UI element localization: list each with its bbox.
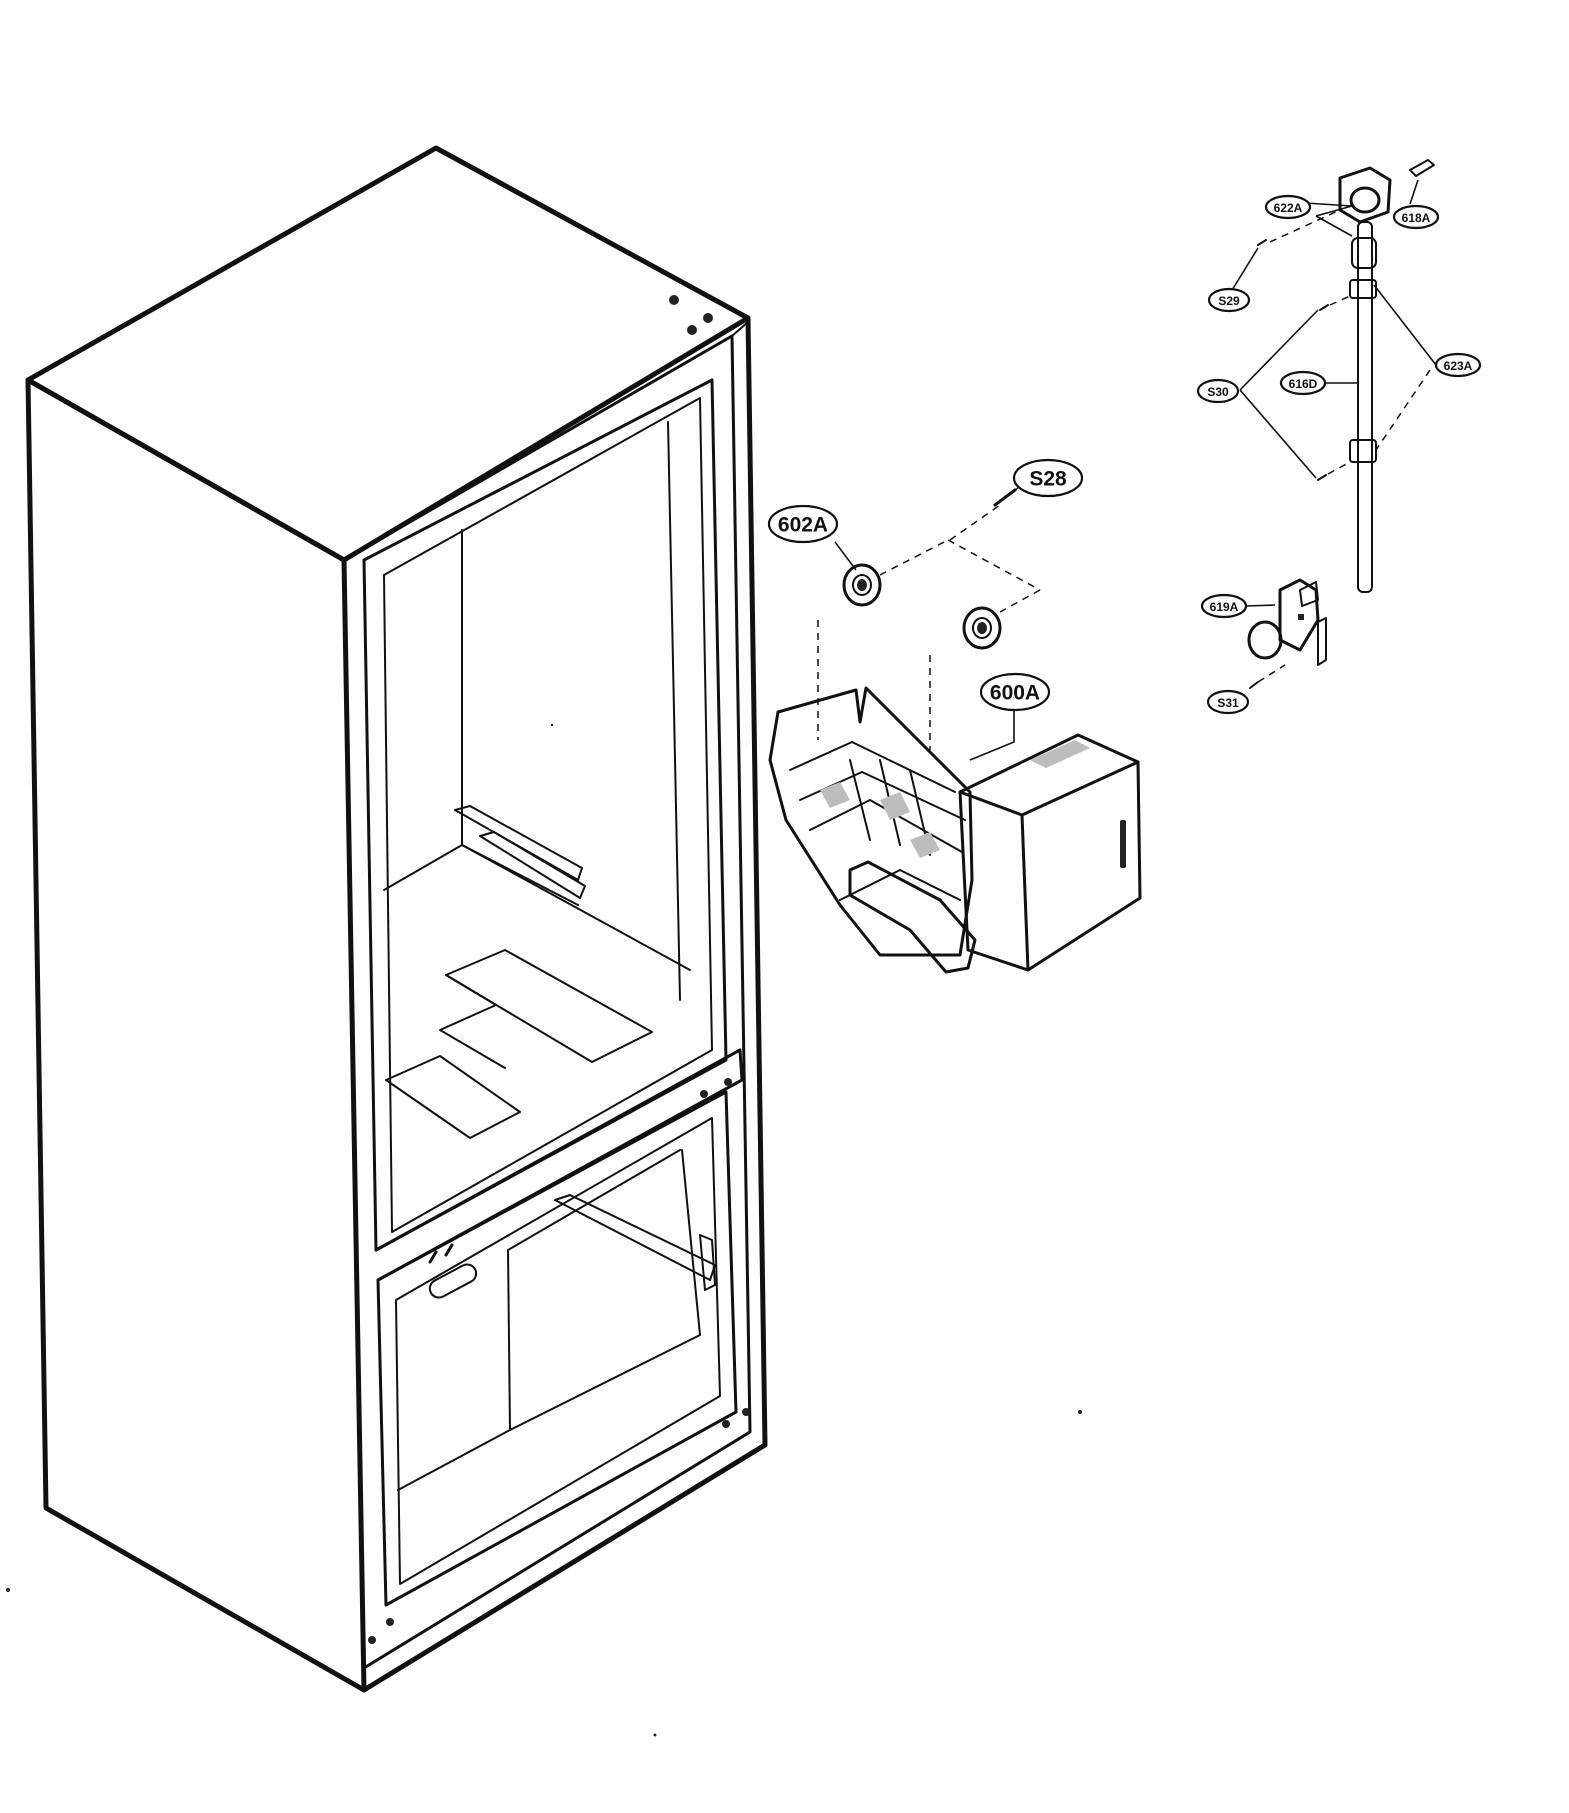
callout-600a-text: 600A	[990, 682, 1040, 705]
upper-compartment-outer	[362, 378, 728, 1252]
fill-cup-plate	[1338, 166, 1392, 224]
cabinet-front-frame	[342, 334, 752, 1670]
callout-s28-text: S28	[1029, 468, 1067, 491]
callout-616d: 616D	[1279, 370, 1327, 396]
ice-maker-assembly	[768, 488, 1142, 974]
callout-s30: S30	[1196, 378, 1240, 404]
callout-619a-text: 619A	[1210, 600, 1239, 614]
callout-622a: 622A	[1264, 194, 1312, 220]
water-tube	[1357, 221, 1373, 593]
leader-lines	[834, 179, 1437, 761]
cabinet-left-face	[25, 377, 367, 1693]
lower-compartment-inner	[395, 1117, 721, 1585]
grommet-upper	[842, 563, 882, 607]
callout-619a: 619A	[1200, 593, 1248, 619]
lower-compartment-outer	[376, 1090, 738, 1607]
upper-compartment-inner	[383, 397, 713, 1233]
clip-618a	[1409, 159, 1435, 177]
callout-602a: 602A	[767, 504, 839, 544]
callout-s31-text: S31	[1217, 696, 1239, 710]
callout-616d-text: 616D	[1289, 377, 1318, 391]
callout-602a-text: 602A	[778, 514, 828, 537]
callout-618a-text: 618A	[1402, 211, 1431, 225]
callout-s31: S31	[1206, 689, 1250, 715]
refrigerator-cabinet	[25, 145, 768, 1693]
callout-600a: 600A	[979, 672, 1051, 712]
valve-619a	[1247, 578, 1327, 666]
grommet-lower	[962, 606, 1002, 650]
callout-618a: 618A	[1392, 204, 1440, 230]
callout-s29: S29	[1207, 287, 1251, 313]
cabinet-front-edge	[361, 315, 768, 1693]
cabinet-top-face	[25, 145, 751, 563]
callout-s30-text: S30	[1207, 385, 1229, 399]
callout-623a-text: 623A	[1444, 359, 1473, 373]
ice-maker-tray	[768, 686, 974, 957]
scan-specks	[6, 723, 1082, 1737]
callout-s29-text: S29	[1218, 294, 1240, 308]
ice-maker-control-box	[958, 733, 1142, 972]
callout-623a: 623A	[1434, 352, 1482, 378]
callout-622a-text: 622A	[1274, 201, 1303, 215]
ice-maker-bracket	[848, 860, 977, 974]
callout-s28: S28	[1012, 458, 1084, 498]
fill-tube-assembly	[1247, 159, 1435, 689]
